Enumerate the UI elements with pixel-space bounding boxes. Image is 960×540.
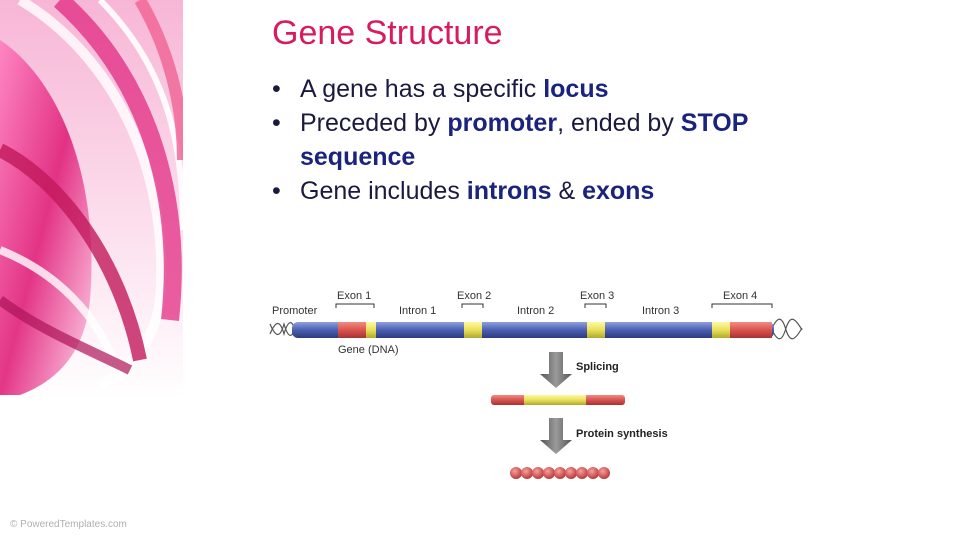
bullet-text: A gene has a specific xyxy=(300,75,544,103)
keyword-exons: exons xyxy=(582,177,655,205)
bullet-dot: • xyxy=(272,109,281,137)
bracket-exon-1 xyxy=(335,303,375,308)
bullet-text: , ended by xyxy=(557,109,681,137)
bullet-text: Gene includes xyxy=(300,177,467,205)
gene-structure-diagram: Promoter Exon 1 Intron 1 Exon 2 Intron 2… xyxy=(262,282,822,492)
splicing-arrow-icon xyxy=(540,352,572,388)
bracket-exon-2 xyxy=(461,303,484,308)
keyword-promoter: promoter xyxy=(447,109,558,137)
label-gene-dna: Gene (DNA) xyxy=(338,344,399,356)
keyword-stop-sequence: STOP sequence xyxy=(300,109,748,171)
label-intron-3: Intron 3 xyxy=(642,305,679,317)
keyword-locus: locus xyxy=(543,75,609,103)
exon-2-segment xyxy=(464,322,482,338)
label-exon-1: Exon 1 xyxy=(337,290,371,302)
exon-1-segment xyxy=(338,322,366,338)
dna-helix-right-strand xyxy=(771,318,803,340)
bullet-item: • A gene has a specific locus xyxy=(272,72,792,106)
bullet-text: Preceded by xyxy=(300,109,448,137)
keyword-introns: introns xyxy=(466,177,552,205)
label-exon-2: Exon 2 xyxy=(457,290,491,302)
label-promoter: Promoter xyxy=(272,305,318,317)
label-exon-3: Exon 3 xyxy=(580,290,614,302)
decorative-swirl-art xyxy=(0,0,183,400)
exon-3-segment xyxy=(587,322,605,338)
bullet-dot: • xyxy=(272,177,281,205)
exon-1-yellow-segment xyxy=(366,322,376,338)
label-intron-2: Intron 2 xyxy=(517,305,554,317)
exon-4-segment xyxy=(730,322,772,338)
label-intron-1: Intron 1 xyxy=(399,305,436,317)
dna-helix-left-strand xyxy=(269,321,295,336)
protein-synthesis-arrow-icon xyxy=(540,418,572,454)
dna-helix-right xyxy=(771,318,803,340)
dna-helix-left xyxy=(269,322,295,337)
slide-title: Gene Structure xyxy=(272,14,503,52)
gene-dna-bar xyxy=(292,322,774,338)
watermark: © PoweredTemplates.com xyxy=(10,519,127,530)
bullet-item: • Preceded by promoter, ended by STOP se… xyxy=(272,106,792,174)
label-exon-4: Exon 4 xyxy=(723,290,757,302)
protein-bead-chain xyxy=(510,467,610,479)
label-protein-synthesis: Protein synthesis xyxy=(576,428,668,440)
label-splicing: Splicing xyxy=(576,361,619,373)
bullet-dot: • xyxy=(272,75,281,103)
bracket-exon-4 xyxy=(711,303,773,308)
exon-4-yellow-segment xyxy=(712,322,730,338)
bullet-item: • Gene includes introns & exons xyxy=(272,174,792,208)
bullet-list: • A gene has a specific locus • Preceded… xyxy=(272,72,792,208)
bracket-exon-3 xyxy=(584,303,607,308)
bullet-text: & xyxy=(551,177,583,205)
spliced-mrna-yellow-segment xyxy=(524,395,586,405)
